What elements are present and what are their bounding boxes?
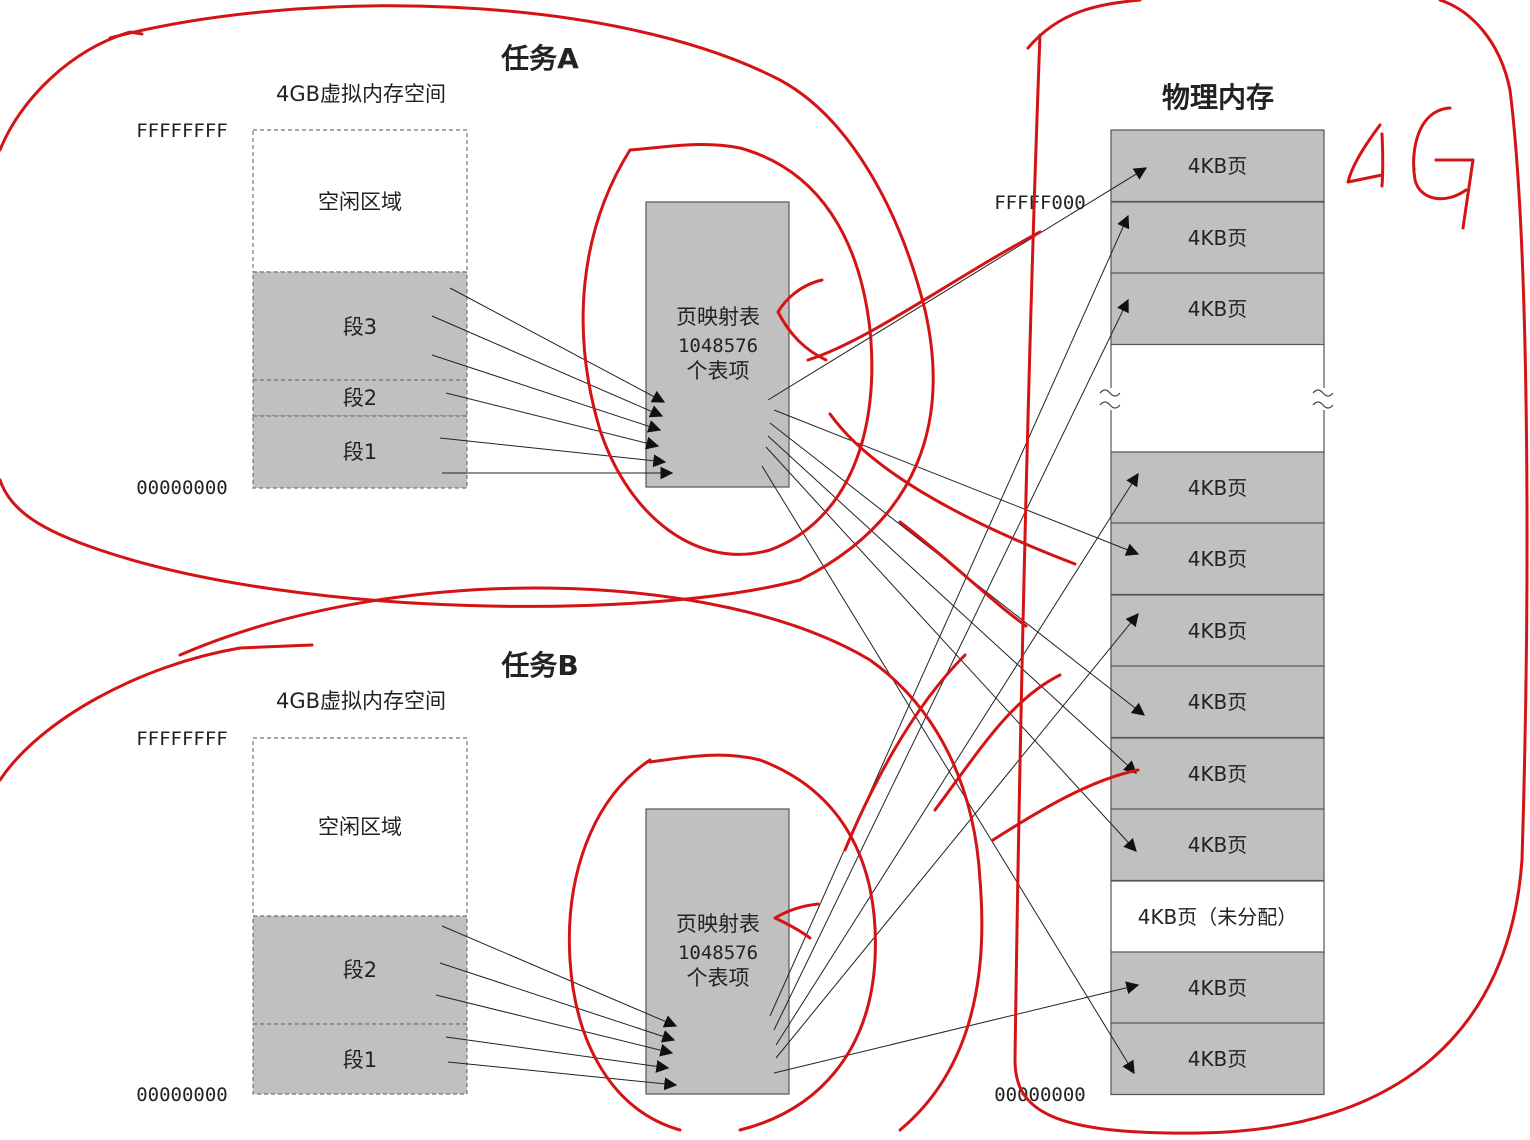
task-a-seg3-label: 段3	[343, 315, 377, 339]
task-b-free-label: 空闲区域	[318, 815, 402, 839]
physical-memory-title: 物理内存	[1162, 81, 1274, 114]
task-b-seg2-label: 段2	[343, 958, 377, 982]
task-a-addr-bottom: 00000000	[136, 477, 228, 499]
physical-page-7	[1110, 665, 1325, 739]
physical-page-label: 4KB页	[1188, 154, 1248, 178]
physical-page-1	[1110, 129, 1325, 203]
task-b-segment-2	[252, 915, 468, 1025]
task-b-segment-1	[252, 1023, 468, 1095]
task-a-page-table	[645, 201, 790, 488]
break-mark-left	[1099, 389, 1121, 397]
physical-page-label: 4KB页	[1188, 476, 1248, 500]
task-b-mapping-arrows	[769, 214, 1140, 1074]
task-a-segment-1	[252, 415, 468, 489]
physical-page-label: 4KB页	[1188, 619, 1248, 643]
task-b-addr-bottom: 00000000	[136, 1084, 228, 1106]
physical-memory-column: 4KB页 4KB页 4KB页 4KB页 4KB页 4KB页 4KB页 4KB页 4KB页 4KB页…	[1110, 129, 1325, 1096]
physical-page-12	[1110, 1022, 1325, 1096]
physical-page-9	[1110, 808, 1325, 882]
physical-memory-gap	[1098, 345, 1337, 452]
physical-page-3	[1110, 272, 1325, 346]
physical-addr-top: FFFFF000	[994, 192, 1086, 214]
handwritten-4g	[1346, 106, 1475, 230]
task-a-table-circle	[581, 143, 874, 556]
physical-page-label: 4KB页	[1188, 297, 1248, 321]
task-a-table-entries: 个表项	[687, 359, 750, 383]
task-b-table-title: 页映射表	[676, 912, 760, 936]
task-a-seg2-label: 段2	[343, 386, 377, 410]
task-a-table-count: 1048576	[678, 335, 758, 357]
task-a-segment-2	[252, 379, 468, 417]
physical-addr-bottom: 00000000	[994, 1084, 1086, 1106]
task-a-segment-arrows	[431, 287, 674, 480]
task-a-virtual-space	[252, 129, 468, 489]
physical-page-6	[1110, 594, 1325, 668]
physical-page-8	[1110, 737, 1325, 811]
physical-page-label: 4KB页	[1188, 226, 1248, 250]
physical-page-11	[1110, 951, 1325, 1025]
physical-page-2	[1110, 201, 1325, 275]
handwritten-4g-text: 4G	[1414, 169, 1417, 171]
physical-page-label: 4KB页	[1188, 833, 1248, 857]
task-a-table-title: 页映射表	[676, 305, 760, 329]
physical-page-label: 4KB页	[1188, 762, 1248, 786]
physical-page-label: 4KB页	[1188, 1047, 1248, 1071]
task-a-space-label: 4GB虚拟内存空间	[276, 82, 446, 106]
task-b-virtual-space	[252, 737, 468, 1095]
task-a-outline	[0, 4, 935, 608]
task-b-free-region	[252, 737, 468, 917]
task-b-outline	[178, 586, 984, 1132]
task-b-table-circle	[567, 753, 877, 1132]
task-b-addr-top: FFFFFFFF	[136, 728, 228, 750]
task-b-table-entries: 个表项	[687, 966, 750, 990]
physical-page-label: 4KB页	[1188, 976, 1248, 1000]
task-b-table-count: 1048576	[678, 942, 758, 964]
task-a-segment-3	[252, 271, 468, 381]
physical-page-10	[1110, 880, 1325, 954]
task-b-seg1-label: 段1	[343, 1048, 377, 1072]
task-a-addr-top: FFFFFFFF	[136, 120, 228, 142]
break-mark-right	[1312, 389, 1334, 397]
physical-page-4	[1110, 451, 1325, 525]
task-b-segment-arrows	[435, 925, 678, 1091]
physical-page-5	[1110, 522, 1325, 596]
task-a-free-label: 空闲区域	[318, 190, 402, 214]
physical-page-label: 4KB页（未分配）	[1138, 905, 1298, 929]
task-a-title: 任务A	[500, 42, 579, 75]
task-b-title: 任务B	[500, 649, 578, 682]
task-b-space-label: 4GB虚拟内存空间	[276, 689, 446, 713]
physical-memory-outline	[1013, 0, 1529, 1135]
physical-page-label: 4KB页	[1188, 690, 1248, 714]
task-a-seg1-label: 段1	[343, 440, 377, 464]
physical-page-label: 4KB页	[1188, 547, 1248, 571]
task-a-free-region	[252, 129, 468, 273]
